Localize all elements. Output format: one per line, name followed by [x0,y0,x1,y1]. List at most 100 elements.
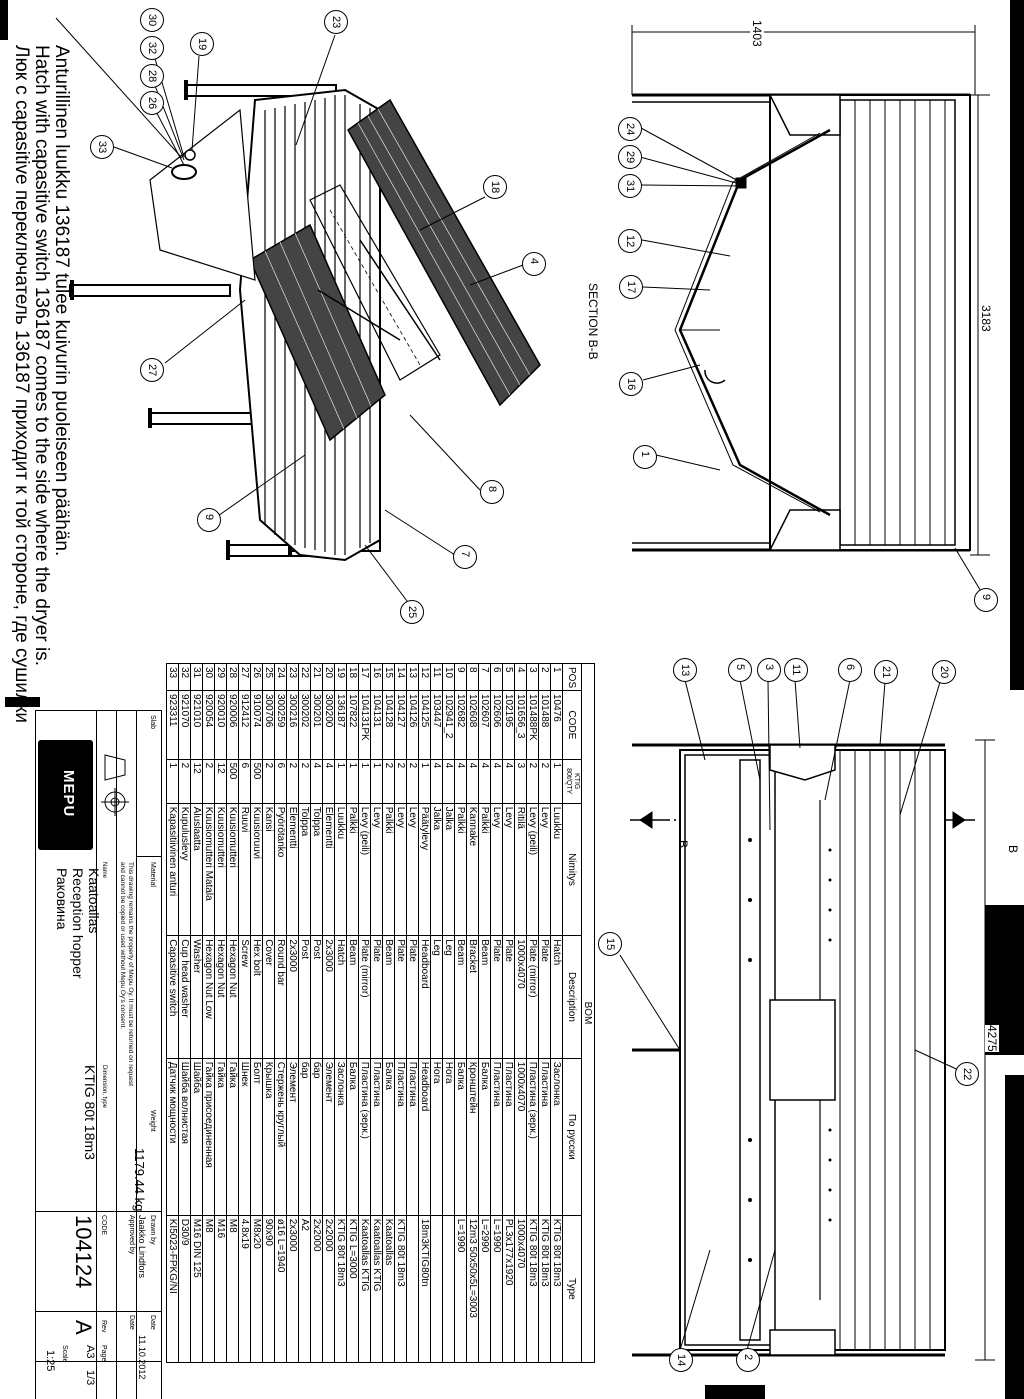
section-mark-left: B [676,840,690,849]
rev-value: A [71,1320,96,1335]
bom-cell: Levy (peili) [358,803,371,936]
note-fi: Anturillinen luukku 136187 tulee kuivuri… [51,45,72,557]
balloon: 31 [618,174,642,198]
balloon: 7 [453,545,477,569]
bom-cell: 24 [274,663,287,691]
scale-label: Scale [61,1345,68,1363]
bom-cell: Пластина [370,1058,383,1216]
bom-cell: Kaatoallas KTIG [358,1215,371,1363]
balloon: 2 [736,1348,760,1372]
bom-cell: Palkki [454,803,467,936]
bom-cell: 920006 [226,690,239,760]
bom-cell: 12m3 50x50x5L=3003 [466,1215,479,1363]
bom-cell: L=1990 [490,1215,503,1363]
bom-cell: Балка [454,1058,467,1216]
balloon: 3 [757,658,781,682]
bom-cell: 12 [214,759,227,804]
bom-cell: Plate [490,935,503,1059]
bom-cell: Cover [262,935,275,1059]
bom-cell: Elementti [286,803,299,936]
title-block [35,1110,162,1399]
bom-cell: 33 [166,663,179,691]
bom-cell: 102195 [502,690,515,760]
bom-cell: 18 [346,663,359,691]
bom-cell: L=1990 [454,1215,467,1363]
bom-cell: 1 [370,759,383,804]
bom-cell [406,1215,419,1363]
bom-cell: Пластина [538,1058,551,1216]
bom-col-type: Type [562,1215,582,1363]
bom-cell: Cup head washer [178,935,191,1059]
bom-cell: 10 [442,663,455,691]
bom-cell: 920054 [202,690,215,760]
bom-cell: 15 [382,663,395,691]
bom-cell: Kapasitiivinen anturi [166,803,179,936]
balloon: 22 [955,1062,979,1086]
bom-cell: KI5023-FPKG/NI [166,1215,179,1363]
balloon: 26 [140,91,164,115]
rev-label: Rev [100,1320,107,1333]
bom-header-row: POS CODE KTIG 80t/QTY Nimitys Descriptio… [562,663,582,1363]
bom-cell: Hatch [334,935,347,1059]
bom-cell: 1 [418,759,431,804]
bom-cell: Hexagon Nut [226,935,239,1059]
bom-cell: Балка [382,1058,395,1216]
bom-cell: 2 [538,663,551,691]
balloon: 14 [669,1348,693,1372]
section-title: SECTION B-B [586,283,600,360]
bom-cell: Hexagon Nut Low [202,935,215,1059]
bom-cell: 1 [346,759,359,804]
bom-cell: KTIG 80t 18m3 [550,1215,563,1363]
bom-cell: Кронштейн [466,1058,479,1216]
balloon: 20 [932,660,956,684]
bom-cell: 90x90 [262,1215,275,1363]
balloon: 5 [728,658,752,682]
bom-cell: 16 [370,663,383,691]
name-en: Reception hopper [70,868,86,979]
bom-cell: 25 [262,663,275,691]
bom-cell: Kuusioruuvi [250,803,263,936]
bom-cell: 500 [250,759,263,804]
bom-cell: 2x2000 [322,1215,335,1363]
bom-cell: Round bar [274,935,287,1059]
bom-cell: 104131 [370,690,383,760]
bom-cell: D30/9 [178,1215,191,1363]
date-label-2: Date [128,1315,135,1330]
code-value: 104124 [71,1215,96,1289]
bom-cell: 921070 [178,690,191,760]
bom-cell: Датчик мощности [166,1058,179,1216]
bom-cell: 4.8x19 [238,1215,251,1363]
bom-cell: Plate [406,935,419,1059]
bom-cell: 921010 [190,690,203,760]
bom-cell: 923311 [166,690,179,760]
bom-cell: Elementti [322,803,335,936]
page-value: 1/3 [84,1370,96,1386]
bom-col-qty: KTIG 80t/QTY [562,759,582,804]
bom-cell: Plate (mirror) [526,935,539,1059]
dim-label: Dimension, type [101,1065,107,1109]
bom-col-code: CODE [562,690,582,760]
bom-cell: 8 [466,663,479,691]
bom-cell: 300216 [286,690,299,760]
bom-cell: 4 [490,759,503,804]
bom-cell: Гайка [226,1058,239,1216]
bom-cell: 1 [166,759,179,804]
bom-cell: Plate (mirror) [358,935,371,1059]
bom-cell: Пластина [490,1058,503,1216]
bom-cell: 1 [358,759,371,804]
code-label: CODE [100,1215,107,1236]
bom-cell: 7 [478,663,491,691]
weight-label: Weight [149,1110,156,1132]
bom-cell: 300200 [322,690,335,760]
balloon: 21 [874,660,898,684]
bom-cell: 2 [406,759,419,804]
bom-cell: Балка [478,1058,491,1216]
bom-cell: KTIG 80t 18m3 [538,1215,551,1363]
bom-cell: Washer [190,935,203,1059]
